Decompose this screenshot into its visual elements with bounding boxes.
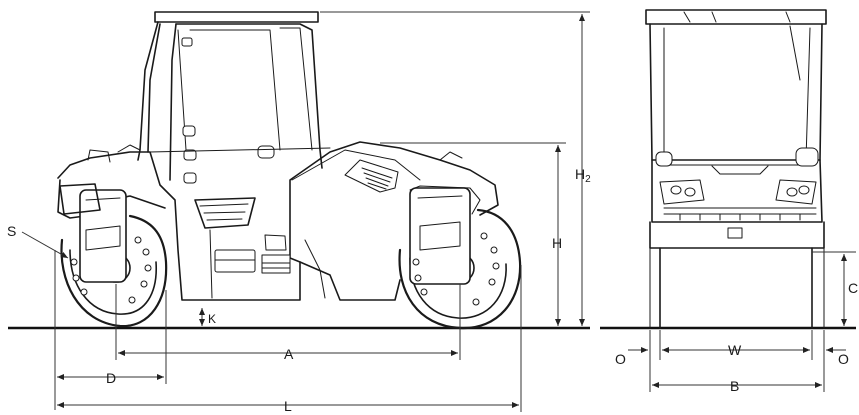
label-d: D: [106, 370, 116, 386]
dimension-lines: [21, 11, 856, 412]
label-w: W: [728, 342, 742, 358]
front-view-roller: [645, 9, 827, 329]
label-k: K: [208, 312, 216, 326]
label-o-left: O: [615, 351, 626, 367]
front-drum: [398, 187, 522, 330]
label-s: S: [7, 223, 16, 239]
cab: [137, 11, 331, 184]
label-h2: H2: [575, 166, 591, 185]
label-l: L: [284, 398, 292, 414]
dimension-labels: H2 H K A D L S C W O O B: [7, 166, 858, 414]
label-b: B: [730, 378, 739, 394]
label-h: H: [552, 235, 562, 251]
label-o-right: O: [838, 351, 849, 367]
label-a: A: [284, 346, 294, 362]
side-view-roller: [57, 11, 522, 330]
rear-drum: [59, 183, 168, 328]
label-c: C: [848, 280, 858, 296]
